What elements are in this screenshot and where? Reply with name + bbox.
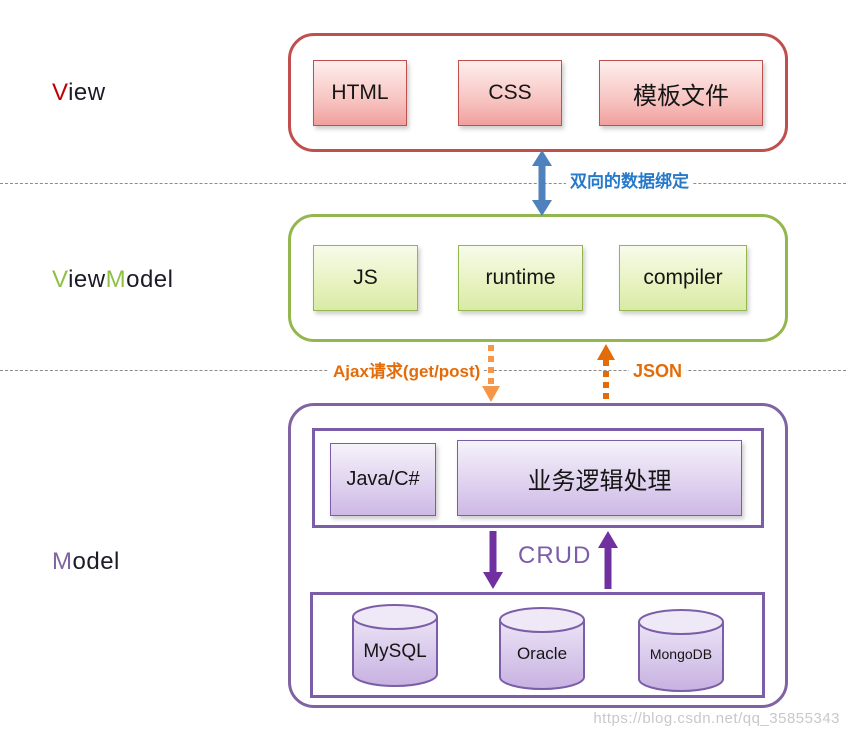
business-logic-box: 业务逻辑处理 bbox=[457, 440, 742, 516]
view-label-initial: V bbox=[52, 79, 69, 106]
runtime-box: runtime bbox=[458, 245, 583, 311]
oracle-label: Oracle bbox=[516, 644, 568, 663]
viewmodel-label-m: M bbox=[105, 266, 127, 293]
view-tier-label: View bbox=[52, 79, 106, 107]
separator-view-viewmodel bbox=[0, 183, 846, 184]
css-box: CSS bbox=[458, 60, 562, 126]
viewmodel-label-v: V bbox=[52, 266, 69, 293]
viewmodel-label-odel: odel bbox=[126, 266, 174, 293]
json-label: JSON bbox=[629, 361, 687, 381]
mysql-cylinder-icon: MySQL bbox=[350, 603, 440, 689]
ajax-request-label: Ajax请求(get/post) bbox=[329, 362, 485, 382]
mysql-label: MySQL bbox=[363, 641, 427, 662]
ajax-down-arrow-icon bbox=[480, 344, 502, 402]
viewmodel-tier-label: ViewModel bbox=[52, 266, 173, 294]
two-way-binding-label: 双向的数据绑定 bbox=[566, 172, 693, 192]
csdn-watermark: https://blog.csdn.net/qq_35855343 bbox=[593, 710, 840, 727]
java-csharp-box: Java/C# bbox=[330, 443, 436, 516]
template-file-box: 模板文件 bbox=[599, 60, 763, 126]
mongodb-label: MongoDB bbox=[649, 646, 713, 662]
model-label-initial: M bbox=[52, 548, 73, 575]
two-way-binding-arrow-icon bbox=[524, 150, 560, 216]
crud-label: CRUD bbox=[514, 544, 596, 568]
viewmodel-label-iew: iew bbox=[68, 266, 106, 293]
model-tier-label: Model bbox=[52, 548, 120, 576]
oracle-cylinder-icon: Oracle bbox=[497, 606, 587, 692]
crud-up-arrow-icon bbox=[596, 531, 620, 589]
compiler-box: compiler bbox=[619, 245, 747, 311]
html-box: HTML bbox=[313, 60, 407, 126]
view-label-rest: iew bbox=[68, 79, 106, 106]
crud-down-arrow-icon bbox=[481, 531, 505, 589]
model-label-rest: odel bbox=[72, 548, 120, 575]
json-up-arrow-icon bbox=[595, 344, 617, 402]
mongodb-cylinder-icon: MongoDB bbox=[636, 608, 726, 694]
js-box: JS bbox=[313, 245, 418, 311]
